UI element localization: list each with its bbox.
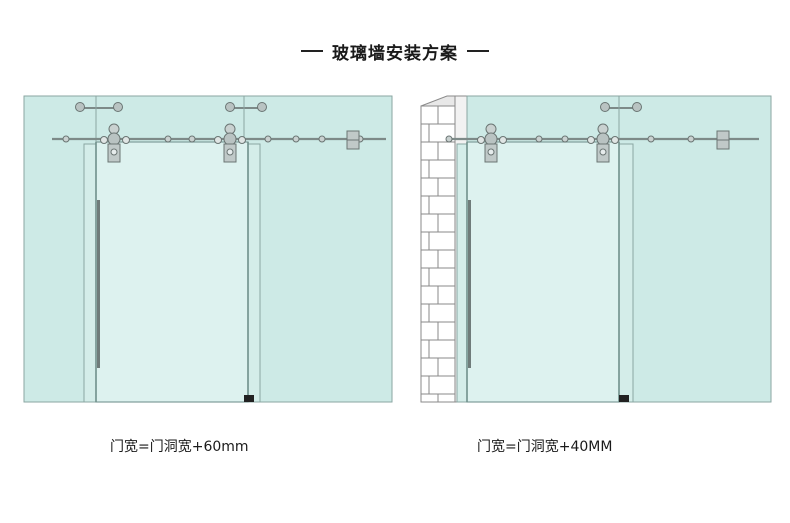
roller-hanger-left <box>100 123 130 163</box>
wall-mount-icon <box>113 102 123 112</box>
rail-standoffs <box>445 135 695 143</box>
roller-hanger-right <box>587 123 619 163</box>
wall-mount-icon <box>75 102 85 112</box>
roller-hanger-right <box>214 123 246 163</box>
sliding-glass-door-panel <box>466 141 620 403</box>
sliding-glass-door-panel <box>95 141 249 403</box>
title-right-dash <box>467 50 489 52</box>
wall-mount-icon <box>632 102 642 112</box>
door-handle <box>97 200 100 368</box>
rail-standoffs <box>62 135 364 143</box>
page-title-area: 玻璃墙安装方案 <box>0 38 790 64</box>
glass-wall-sliding-door-diagram <box>23 95 393 403</box>
title-left-dash <box>301 50 323 52</box>
floor-guide <box>619 395 629 402</box>
floor-guide <box>244 395 254 402</box>
rail-end-stop <box>716 130 730 150</box>
wall-mount-icon <box>257 102 267 112</box>
brick-courses <box>421 105 455 402</box>
caption-brick-wall: 门宽=门洞宽+40MM <box>477 439 613 455</box>
caption-glass-wall: 门宽=门洞宽+60mm <box>110 439 249 455</box>
wall-mount-icon <box>225 102 235 112</box>
wall-mount-icon <box>600 102 610 112</box>
page-title: 玻璃墙安装方案 <box>332 43 458 64</box>
brick-wall-sliding-door-diagram <box>420 95 772 403</box>
door-handle <box>468 200 471 368</box>
roller-hanger-left <box>477 123 507 163</box>
rail-end-stop <box>346 130 360 150</box>
